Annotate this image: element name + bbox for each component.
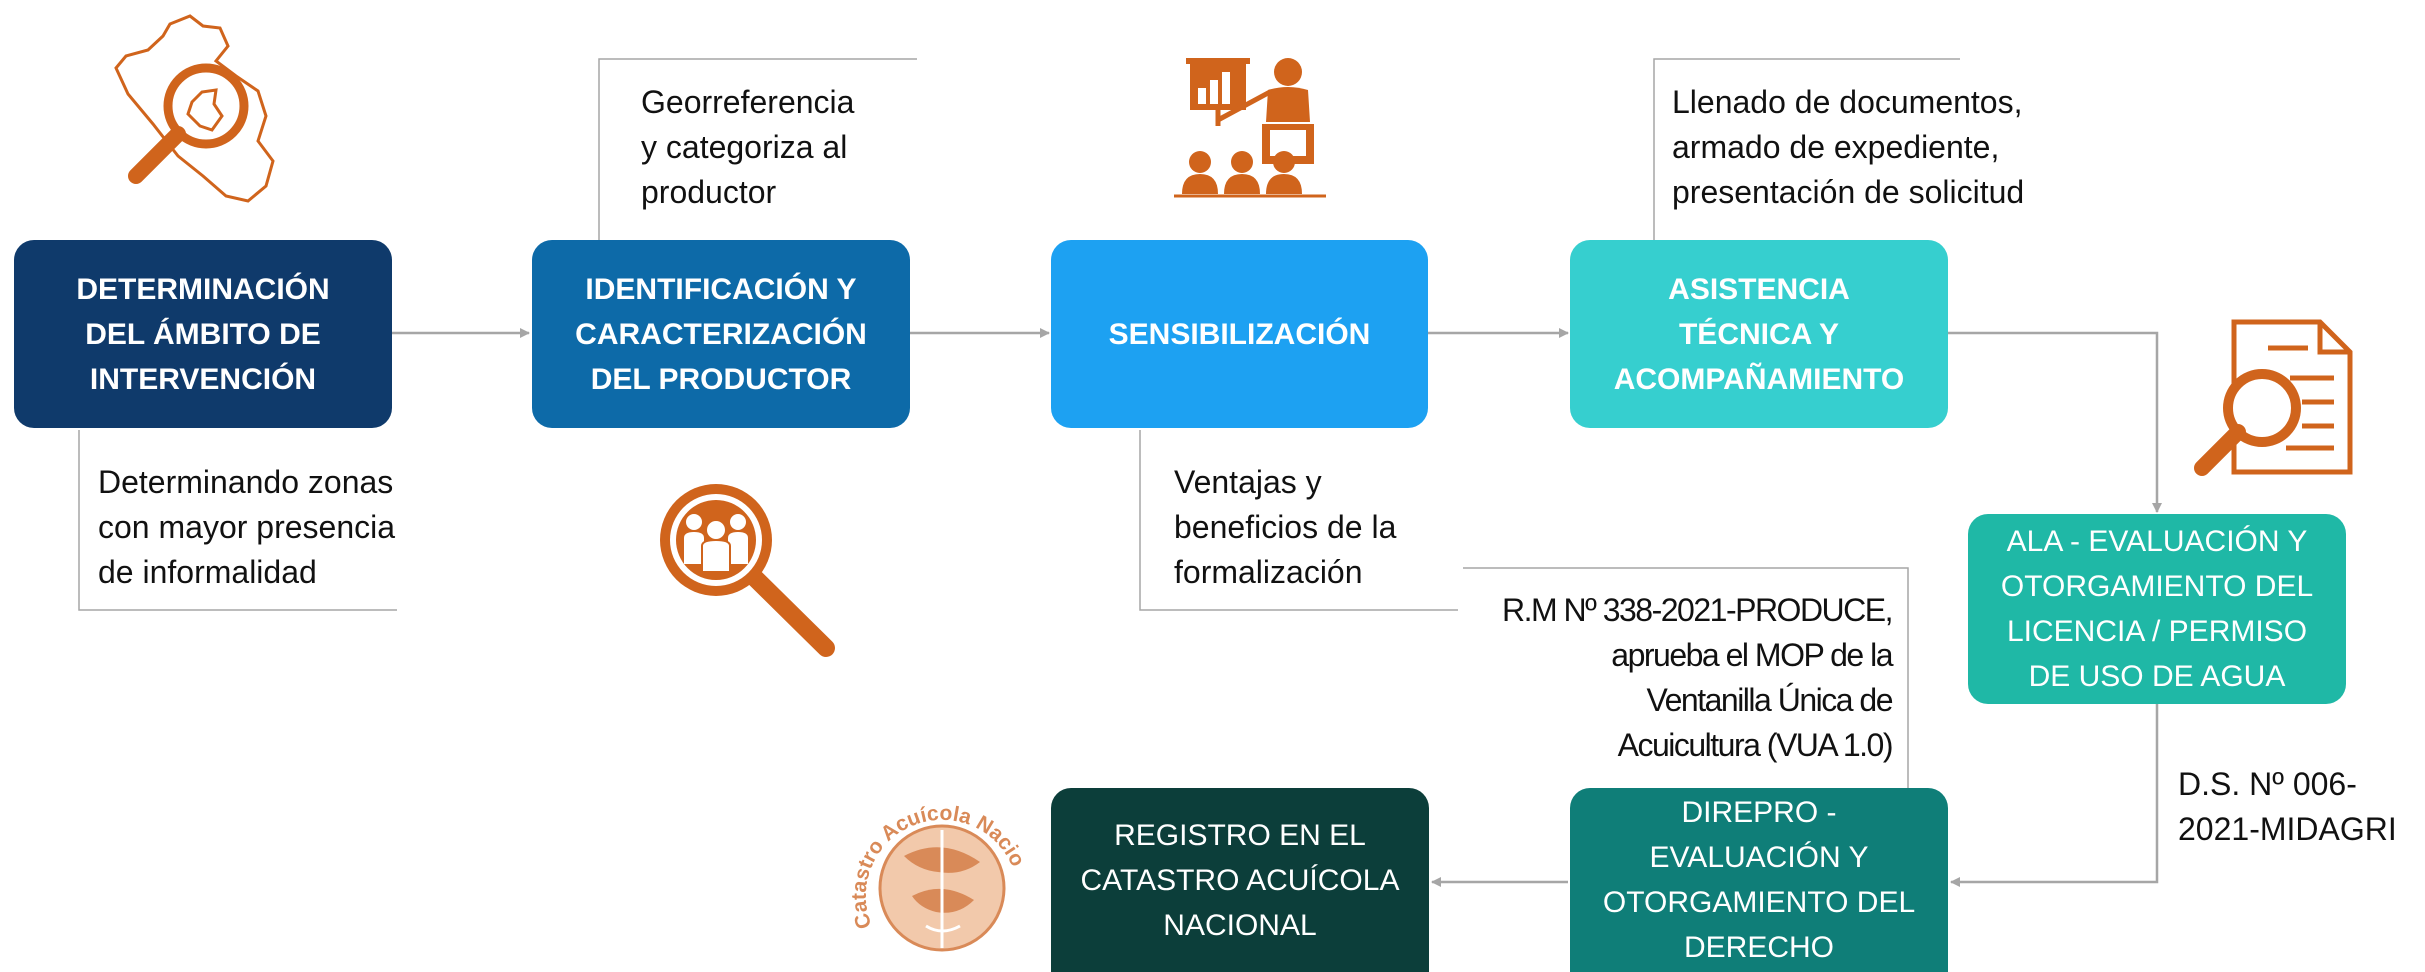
- callout-line-georreferencia: [598, 58, 917, 240]
- note-ventajas: Ventajas y beneficios de la formalizació…: [1174, 464, 1397, 590]
- people-search-icon: [660, 484, 835, 657]
- arrow-ala-to-direpro: [1950, 704, 2159, 887]
- document-search-icon: [2194, 319, 2353, 476]
- arrow-asistencia-to-ala: [1948, 331, 2162, 513]
- catastro-acuicola-logo: Catastro Acuícola Nacional: [836, 758, 1029, 952]
- box-registro: REGISTRO EN EL CATASTRO ACUÍCOLA NACIONA…: [1051, 788, 1429, 972]
- box-sensibilizacion: SENSIBILIZACIÓN: [1051, 240, 1428, 428]
- box-identificacion: IDENTIFICACIÓN Y CARACTERIZACIÓN DEL PRO…: [532, 240, 910, 428]
- note-determinando: Determinando zonas con mayor presencia d…: [98, 464, 396, 590]
- callout-line-llenado: [1653, 58, 1960, 240]
- presentation-audience-icon: [1174, 58, 1326, 198]
- peru-map-search-icon: [114, 14, 275, 203]
- box-asistencia: ASISTENCIA TÉCNICA Y ACOMPAÑAMIENTO: [1570, 240, 1948, 428]
- note-ds: D.S. Nº 006- 2021-MIDAGRI: [2178, 766, 2397, 847]
- note-rm: R.M Nº 338-2021-PRODUCE, aprueba el MOP …: [1501, 592, 1894, 763]
- note-llenado: Llenado de documentos, armado de expedie…: [1672, 84, 2025, 210]
- box-ala: ALA - EVALUACIÓN Y OTORGAMIENTO DEL LICE…: [1968, 514, 2346, 704]
- callout-line-ventajas: [1139, 430, 1458, 611]
- callout-line-rm: [1463, 567, 1909, 790]
- box-direpro: DIREPRO - EVALUACIÓN Y OTORGAMIENTO DEL …: [1570, 788, 1948, 972]
- callout-line-determinando: [78, 430, 397, 611]
- note-georreferencia: Georreferencia y categoriza al productor: [641, 84, 855, 210]
- box-determinacion: DETERMINACIÓN DEL ÁMBITO DE INTERVENCIÓN: [14, 240, 392, 428]
